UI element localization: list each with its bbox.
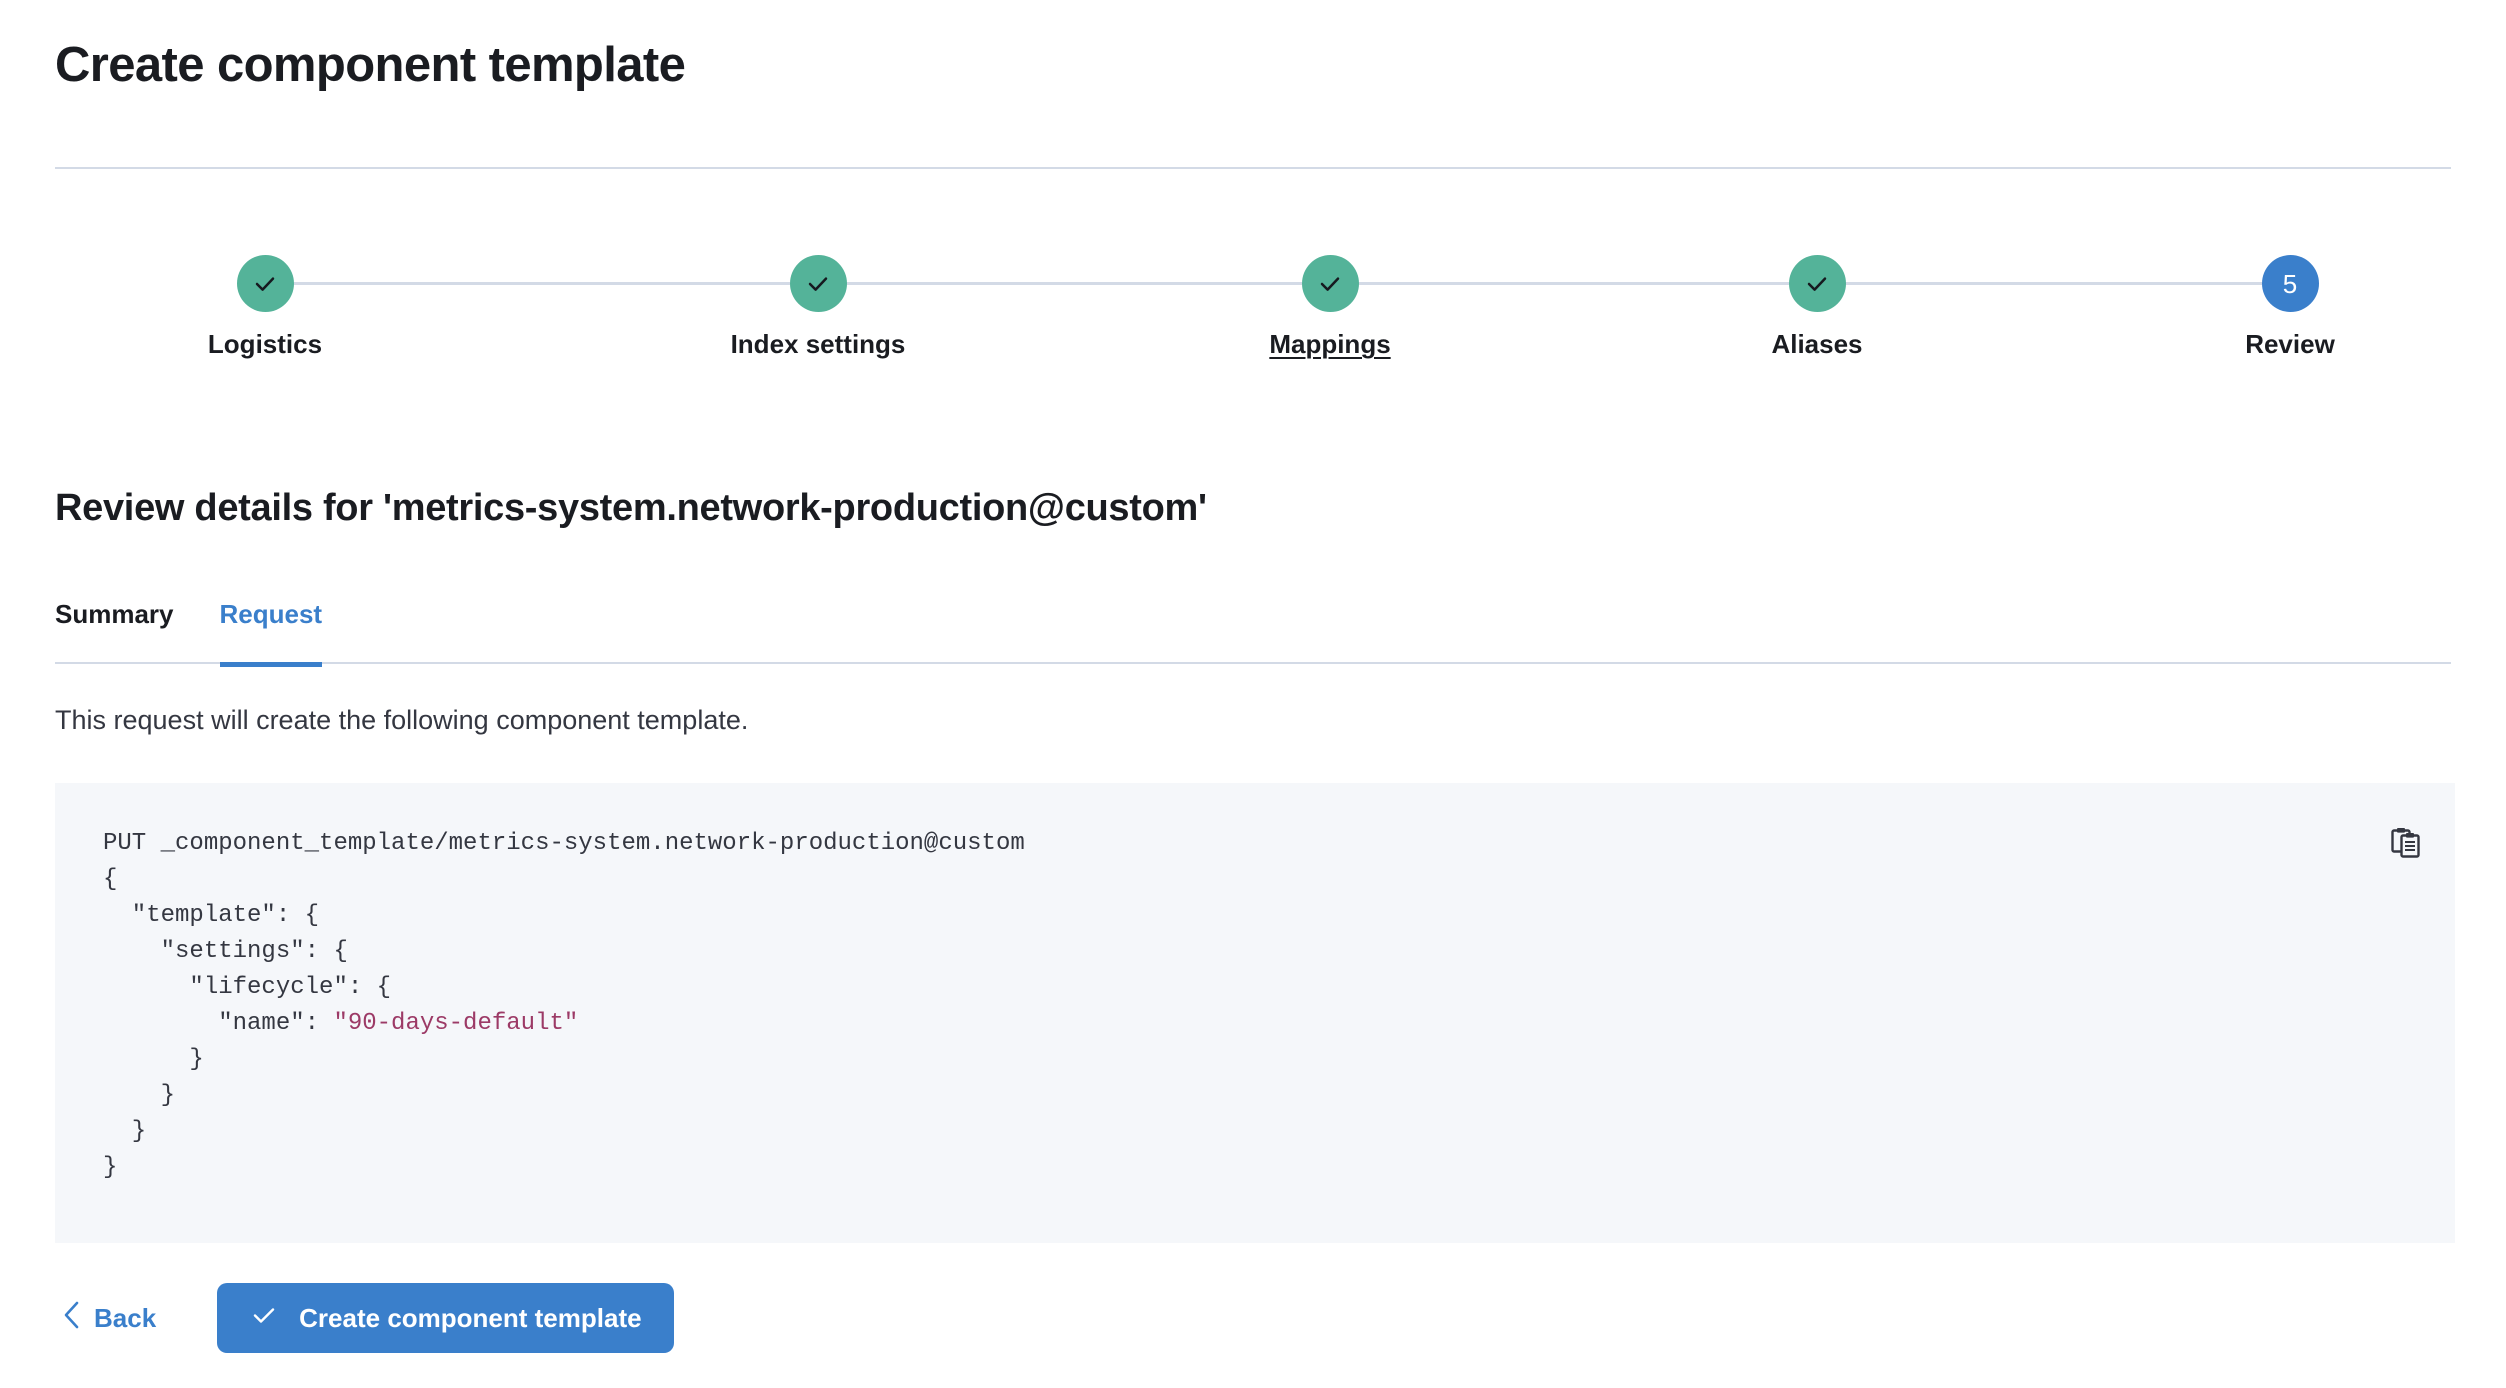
code-line: { [103, 866, 118, 893]
step-number: 5 [2282, 268, 2298, 299]
code-line: } [103, 1154, 118, 1181]
review-tabs: Summary Request [55, 596, 2451, 667]
back-button-label: Back [94, 1303, 157, 1333]
step-connector-line [293, 282, 790, 285]
code-token: "name": [103, 1010, 334, 1037]
step-label: Aliases [1771, 329, 1863, 359]
step-label: Review [2245, 329, 2335, 359]
create-component-template-button[interactable]: Create component template [217, 1283, 674, 1353]
code-line: "name": "90-days-default" [103, 1006, 1025, 1042]
code-line: PUT _component_template/metrics-system.n… [103, 830, 1025, 857]
code-line: "lifecycle": { [103, 974, 392, 1001]
step-aliases[interactable]: Aliases [1657, 255, 1977, 360]
step-label: Index settings [730, 329, 906, 359]
request-code-body: PUT _component_template/metrics-system.n… [103, 826, 1025, 1186]
tab-request[interactable]: Request [219, 596, 323, 667]
code-string-token: "90-days-default" [333, 1010, 579, 1037]
page-title: Create component template [55, 38, 686, 92]
tab-label: Summary [55, 599, 174, 629]
step-connector-line [1845, 282, 2262, 285]
check-icon [236, 255, 294, 312]
tab-summary[interactable]: Summary [55, 596, 174, 666]
copy-clipboard-icon[interactable] [2384, 821, 2428, 865]
step-logistics[interactable]: Logistics [105, 255, 425, 360]
back-button[interactable]: Back [55, 1293, 166, 1344]
request-code-panel: PUT _component_template/metrics-system.n… [55, 783, 2455, 1243]
code-line: } [103, 1046, 204, 1073]
check-icon [1788, 255, 1846, 312]
step-label[interactable]: Mappings [1269, 329, 1391, 359]
header-divider [55, 167, 2451, 169]
check-icon [249, 1300, 279, 1337]
tab-label: Request [219, 599, 323, 629]
code-line: } [103, 1118, 147, 1145]
code-line: "template": { [103, 902, 320, 929]
tabs-divider [55, 662, 2451, 664]
request-description: This request will create the following c… [55, 705, 749, 735]
review-heading: Review details for 'metrics-system.netwo… [55, 487, 1207, 529]
step-label: Logistics [207, 329, 323, 359]
step-connector-line [1358, 282, 1789, 285]
code-line: "settings": { [103, 938, 348, 965]
step-mappings[interactable]: Mappings [1170, 255, 1490, 360]
code-line: } [103, 1082, 176, 1109]
step-number-badge: 5 [2261, 255, 2319, 312]
check-icon [789, 255, 847, 312]
step-connector-line [846, 282, 1302, 285]
chevron-left-icon [63, 1301, 80, 1336]
wizard-footer: Back Create component template [55, 1283, 674, 1353]
check-icon [1301, 255, 1359, 312]
create-component-template-button-label: Create component template [299, 1303, 642, 1333]
step-index-settings[interactable]: Index settings [658, 255, 978, 360]
